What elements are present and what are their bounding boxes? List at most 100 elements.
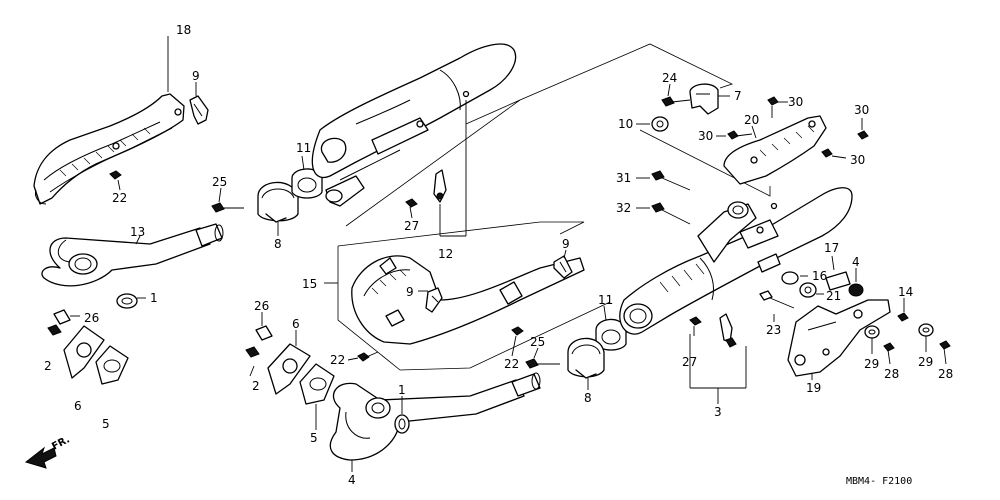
bolt-24[interactable] (661, 96, 691, 107)
gasket-1b[interactable] (394, 414, 410, 434)
callout-8a: 8 (274, 237, 282, 251)
nut-28b[interactable] (939, 340, 951, 350)
front-direction-arrow: FR. (24, 434, 72, 469)
callout-11a: 11 (296, 141, 311, 155)
muffler-12[interactable] (311, 43, 517, 207)
callout-20: 20 (744, 113, 759, 127)
bracket-3[interactable] (719, 313, 737, 348)
clip-9b[interactable] (425, 287, 443, 313)
callout-22b: 22 (330, 353, 345, 367)
leader-28a (887, 349, 891, 365)
callout-6a: 6 (74, 399, 82, 413)
bracket-20[interactable] (723, 115, 827, 185)
pin-17[interactable] (825, 271, 851, 291)
callout-3: 3 (714, 405, 722, 419)
exhaust-pipe-13[interactable] (41, 223, 224, 287)
nut-4b[interactable] (848, 283, 864, 297)
gasket-5b[interactable] (299, 363, 335, 405)
callout-2a: 2 (44, 359, 52, 373)
callout-30b: 30 (698, 129, 713, 143)
leader-25a (218, 187, 222, 203)
leader-30d (831, 155, 847, 159)
callout-9c: 9 (562, 237, 570, 251)
callout-13: 13 (130, 225, 145, 239)
bolt-22b[interactable] (357, 351, 379, 362)
callout-28b: 28 (938, 367, 953, 381)
callout-7: 7 (734, 89, 742, 103)
flange-6b[interactable] (267, 343, 311, 395)
bolt-31[interactable] (651, 170, 691, 191)
stud-26b[interactable] (245, 325, 273, 358)
bolt-32[interactable] (651, 202, 691, 225)
leader-22c (511, 335, 517, 357)
gasket-11a[interactable] (291, 168, 323, 199)
callout-22a: 22 (112, 191, 127, 205)
bolt-27b[interactable] (689, 316, 702, 336)
bolt-30d[interactable] (821, 148, 833, 158)
callout-27b: 27 (682, 355, 697, 369)
stud-26a[interactable] (47, 309, 71, 336)
clamp-8a[interactable] (257, 181, 299, 223)
collar-21[interactable] (799, 282, 817, 298)
bolt-23[interactable] (759, 290, 795, 309)
bracket-27a[interactable] (405, 169, 447, 208)
callout-31: 31 (616, 171, 631, 185)
bolt-14[interactable] (897, 312, 909, 322)
assembly-line-upper (345, 43, 734, 227)
bolt-25a[interactable] (211, 202, 244, 213)
bolt-30c[interactable] (857, 130, 869, 140)
callout-17: 17 (824, 241, 839, 255)
clip-9a[interactable] (189, 95, 209, 125)
bracket-19[interactable] (787, 299, 891, 377)
callout-30c: 30 (854, 103, 869, 117)
callout-26a: 26 (84, 311, 99, 325)
washer-29a[interactable] (864, 325, 880, 339)
heat-shield-15[interactable] (351, 255, 585, 345)
leader-28b (943, 347, 947, 365)
callout-30a: 30 (788, 95, 803, 109)
assembly-line-upper-b (639, 129, 771, 197)
bolt-22c[interactable] (511, 326, 524, 336)
callout-24: 24 (662, 71, 677, 85)
leader-11b (603, 305, 607, 321)
front-label: FR. (50, 434, 72, 452)
bolt-30a[interactable] (767, 96, 779, 118)
flange-6a[interactable] (63, 325, 105, 379)
callout-11b: 11 (598, 293, 613, 307)
bolt-25b[interactable] (525, 358, 560, 369)
bracket-7[interactable] (689, 83, 719, 115)
gasket-5a[interactable] (95, 345, 129, 385)
leader-13 (135, 235, 141, 245)
grommet-10[interactable] (651, 116, 669, 132)
callout-9a: 9 (192, 69, 200, 83)
callout-labels: 18 9 22 13 1 26 2 6 5 25 8 11 27 12 15 9… (44, 23, 953, 487)
assembly-line-upper-c (465, 99, 521, 125)
leader-27a (409, 206, 413, 219)
assembly-line-15b (337, 246, 611, 371)
washer-29b[interactable] (918, 323, 934, 337)
callout-1a: 1 (150, 291, 158, 305)
assembly-line-15a (337, 221, 585, 247)
clip-9c[interactable] (553, 255, 573, 279)
callout-25b: 25 (530, 335, 545, 349)
bolt-30b[interactable] (727, 130, 753, 140)
heat-shield-18[interactable] (33, 93, 185, 205)
callout-32: 32 (616, 201, 631, 215)
callout-18: 18 (176, 23, 191, 37)
collar-16[interactable] (781, 271, 799, 285)
exhaust-pipe-4[interactable] (329, 372, 541, 461)
callout-14: 14 (898, 285, 913, 299)
gasket-1a[interactable] (116, 293, 138, 309)
callout-30d: 30 (850, 153, 865, 167)
callout-4: 4 (348, 473, 356, 487)
nut-28a[interactable] (883, 342, 895, 352)
callout-5a: 5 (102, 417, 110, 431)
callout-25a: 25 (212, 175, 227, 189)
callout-22c: 22 (504, 357, 519, 371)
clamp-8b[interactable] (567, 337, 605, 379)
callout-10: 10 (618, 117, 633, 131)
leader-22a (117, 179, 121, 191)
callout-1b: 1 (398, 383, 406, 397)
muffler-3[interactable] (619, 187, 853, 335)
bolt-22a[interactable] (109, 170, 122, 180)
